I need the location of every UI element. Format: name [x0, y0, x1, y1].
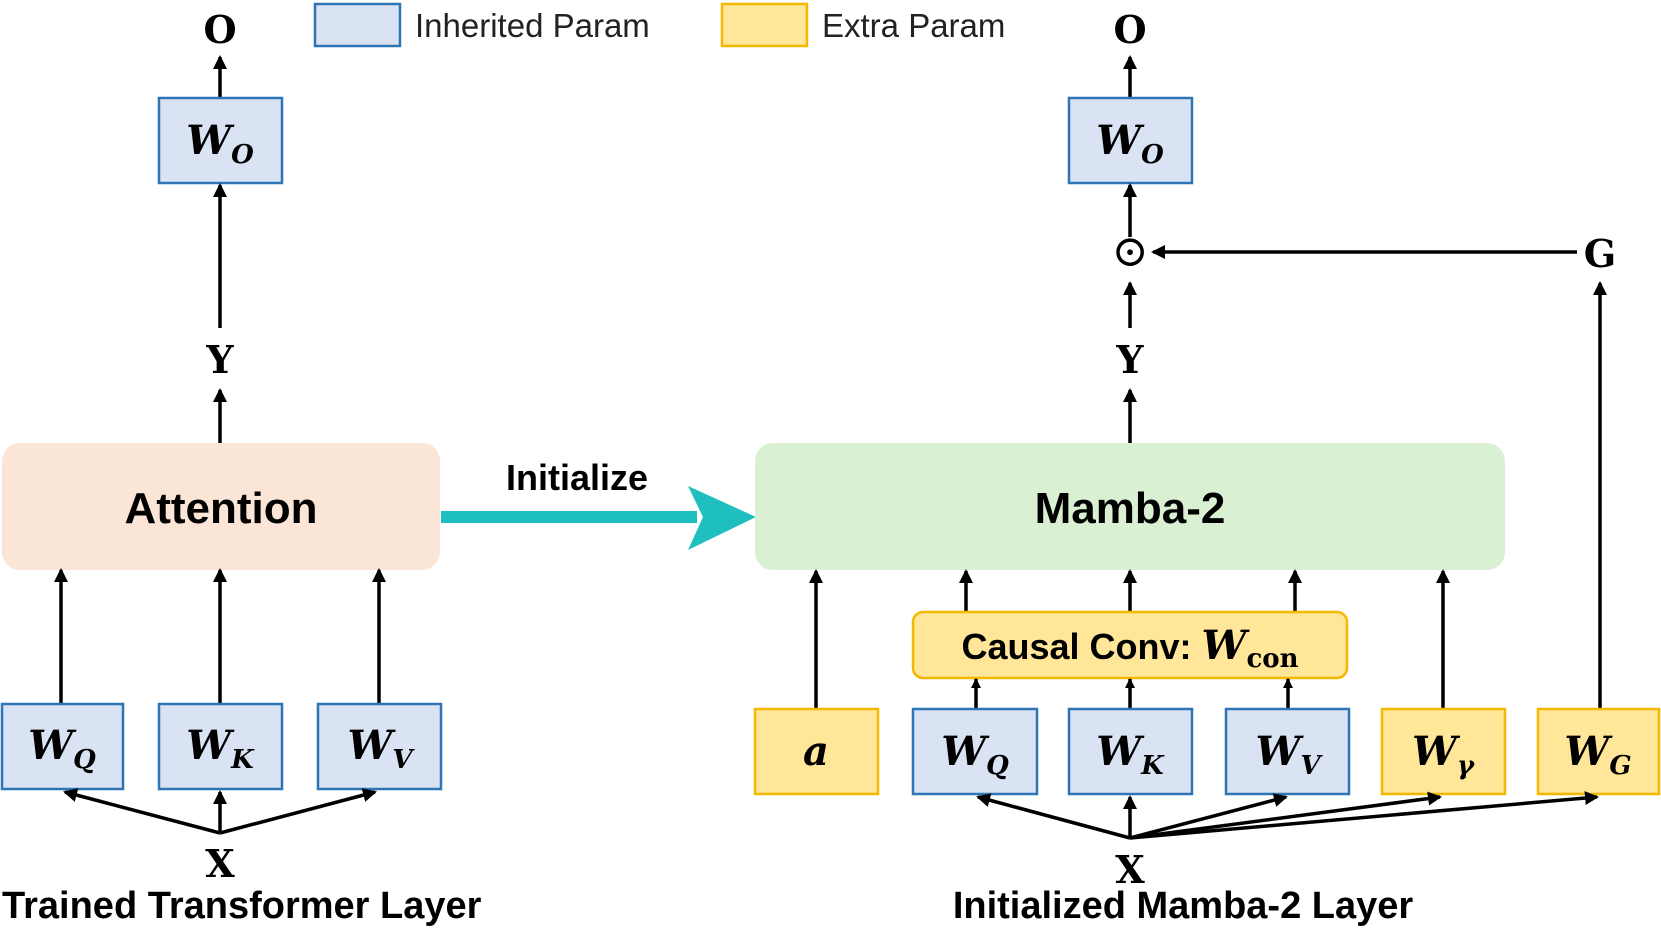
svg-text:WO: WO: [186, 117, 254, 170]
right-wv-sub: V: [1300, 751, 1323, 781]
svg-text:WK: WK: [1096, 728, 1165, 781]
right-wk-sub: K: [1140, 751, 1165, 781]
right-y-label: Y: [1115, 337, 1144, 382]
right-wo-sub: O: [1141, 140, 1164, 170]
left-wo-box: WO: [157, 96, 284, 185]
right-a-box: a: [753, 707, 880, 796]
right-wv-base: W: [1255, 728, 1304, 775]
svg-text:WO: WO: [1096, 117, 1164, 170]
right-wg-sub: G: [1609, 751, 1631, 781]
mamba-layer: O WO ⊙ G Y Mamba-2 Causal Co: [753, 7, 1661, 927]
right-wgamma-sub: γ: [1457, 751, 1476, 781]
initialize-label: Initialize: [506, 457, 648, 498]
right-wg-base: W: [1564, 728, 1613, 775]
left-wq-base: W: [28, 722, 77, 769]
legend-inherited-swatch: [313, 2, 402, 48]
legend-inherited-label: Inherited Param: [415, 7, 650, 44]
right-wo-box: WO: [1067, 96, 1194, 185]
right-wgamma-box: Wγ: [1380, 707, 1507, 796]
right-wq-box: WQ: [911, 707, 1039, 796]
right-wq-sub: Q: [986, 751, 1009, 781]
left-wo-sub: O: [231, 140, 254, 170]
legend: Inherited Param Extra Param: [313, 2, 1005, 48]
right-x-label: X: [1115, 847, 1145, 892]
right-output-label: O: [1113, 7, 1146, 52]
left-wk-sub: K: [230, 745, 255, 775]
left-x-label: X: [205, 841, 235, 886]
svg-text:Wγ: Wγ: [1412, 728, 1476, 781]
initialize-arrowhead: [688, 486, 756, 550]
right-wk-box: WK: [1067, 707, 1194, 796]
left-y-label: Y: [205, 337, 234, 382]
left-wq-sub: Q: [73, 745, 96, 775]
mamba-label: Mamba-2: [1035, 484, 1226, 533]
right-arrow-x-to-wq: [976, 793, 1131, 840]
right-arrow-x-to-wgamma: [1129, 791, 1442, 840]
right-arrow-x-to-wg: [1129, 791, 1599, 840]
right-g-label: G: [1584, 231, 1616, 276]
svg-text:WG: WG: [1564, 728, 1631, 781]
mamba-block: Mamba-2: [755, 443, 1505, 570]
attention-label: Attention: [124, 484, 317, 533]
gate-symbol: ⊙: [1112, 226, 1149, 277]
left-arrow-x-to-wv: [219, 788, 377, 835]
legend-extra-swatch: [720, 2, 809, 48]
svg-text:WQ: WQ: [941, 728, 1009, 781]
right-arrow-x-to-wv: [1129, 793, 1288, 840]
left-arrow-x-to-wq: [63, 788, 221, 835]
transformer-layer: O WO Y Attention WQ WK: [0, 7, 482, 927]
initialize-arrow: Initialize: [441, 457, 756, 550]
svg-text:WV: WV: [1255, 728, 1323, 781]
left-wv-base: W: [347, 722, 396, 769]
right-wk-base: W: [1096, 728, 1145, 775]
left-wv-sub: V: [392, 745, 415, 775]
left-wo-base: W: [186, 117, 235, 164]
right-wq-base: W: [941, 728, 990, 775]
left-wv-box: WV: [316, 702, 443, 791]
svg-text:Causal Conv: Wcon: Causal Conv: Wcon: [961, 622, 1298, 674]
causal-conv-sub: con: [1246, 644, 1298, 674]
left-wq-box: WQ: [0, 702, 125, 791]
right-wv-box: WV: [1224, 707, 1351, 796]
svg-text:WK: WK: [186, 722, 255, 775]
svg-text:WQ: WQ: [28, 722, 96, 775]
legend-extra-label: Extra Param: [822, 7, 1005, 44]
left-wk-base: W: [186, 722, 235, 769]
attention-block: Attention: [2, 443, 440, 570]
left-wk-box: WK: [157, 702, 284, 791]
right-wo-base: W: [1096, 117, 1145, 164]
right-a-label: a: [803, 728, 829, 775]
causal-conv-prefix: Causal Conv:: [961, 626, 1201, 667]
left-output-label: O: [203, 7, 236, 52]
causal-conv-base: W: [1202, 622, 1251, 669]
right-wg-box: WG: [1536, 707, 1661, 796]
svg-text:WV: WV: [347, 722, 415, 775]
right-wgamma-base: W: [1412, 728, 1461, 775]
causal-conv-box: Causal Conv: Wcon: [911, 610, 1349, 680]
left-caption: Trained Transformer Layer: [2, 885, 482, 927]
right-caption: Initialized Mamba-2 Layer: [953, 885, 1414, 927]
